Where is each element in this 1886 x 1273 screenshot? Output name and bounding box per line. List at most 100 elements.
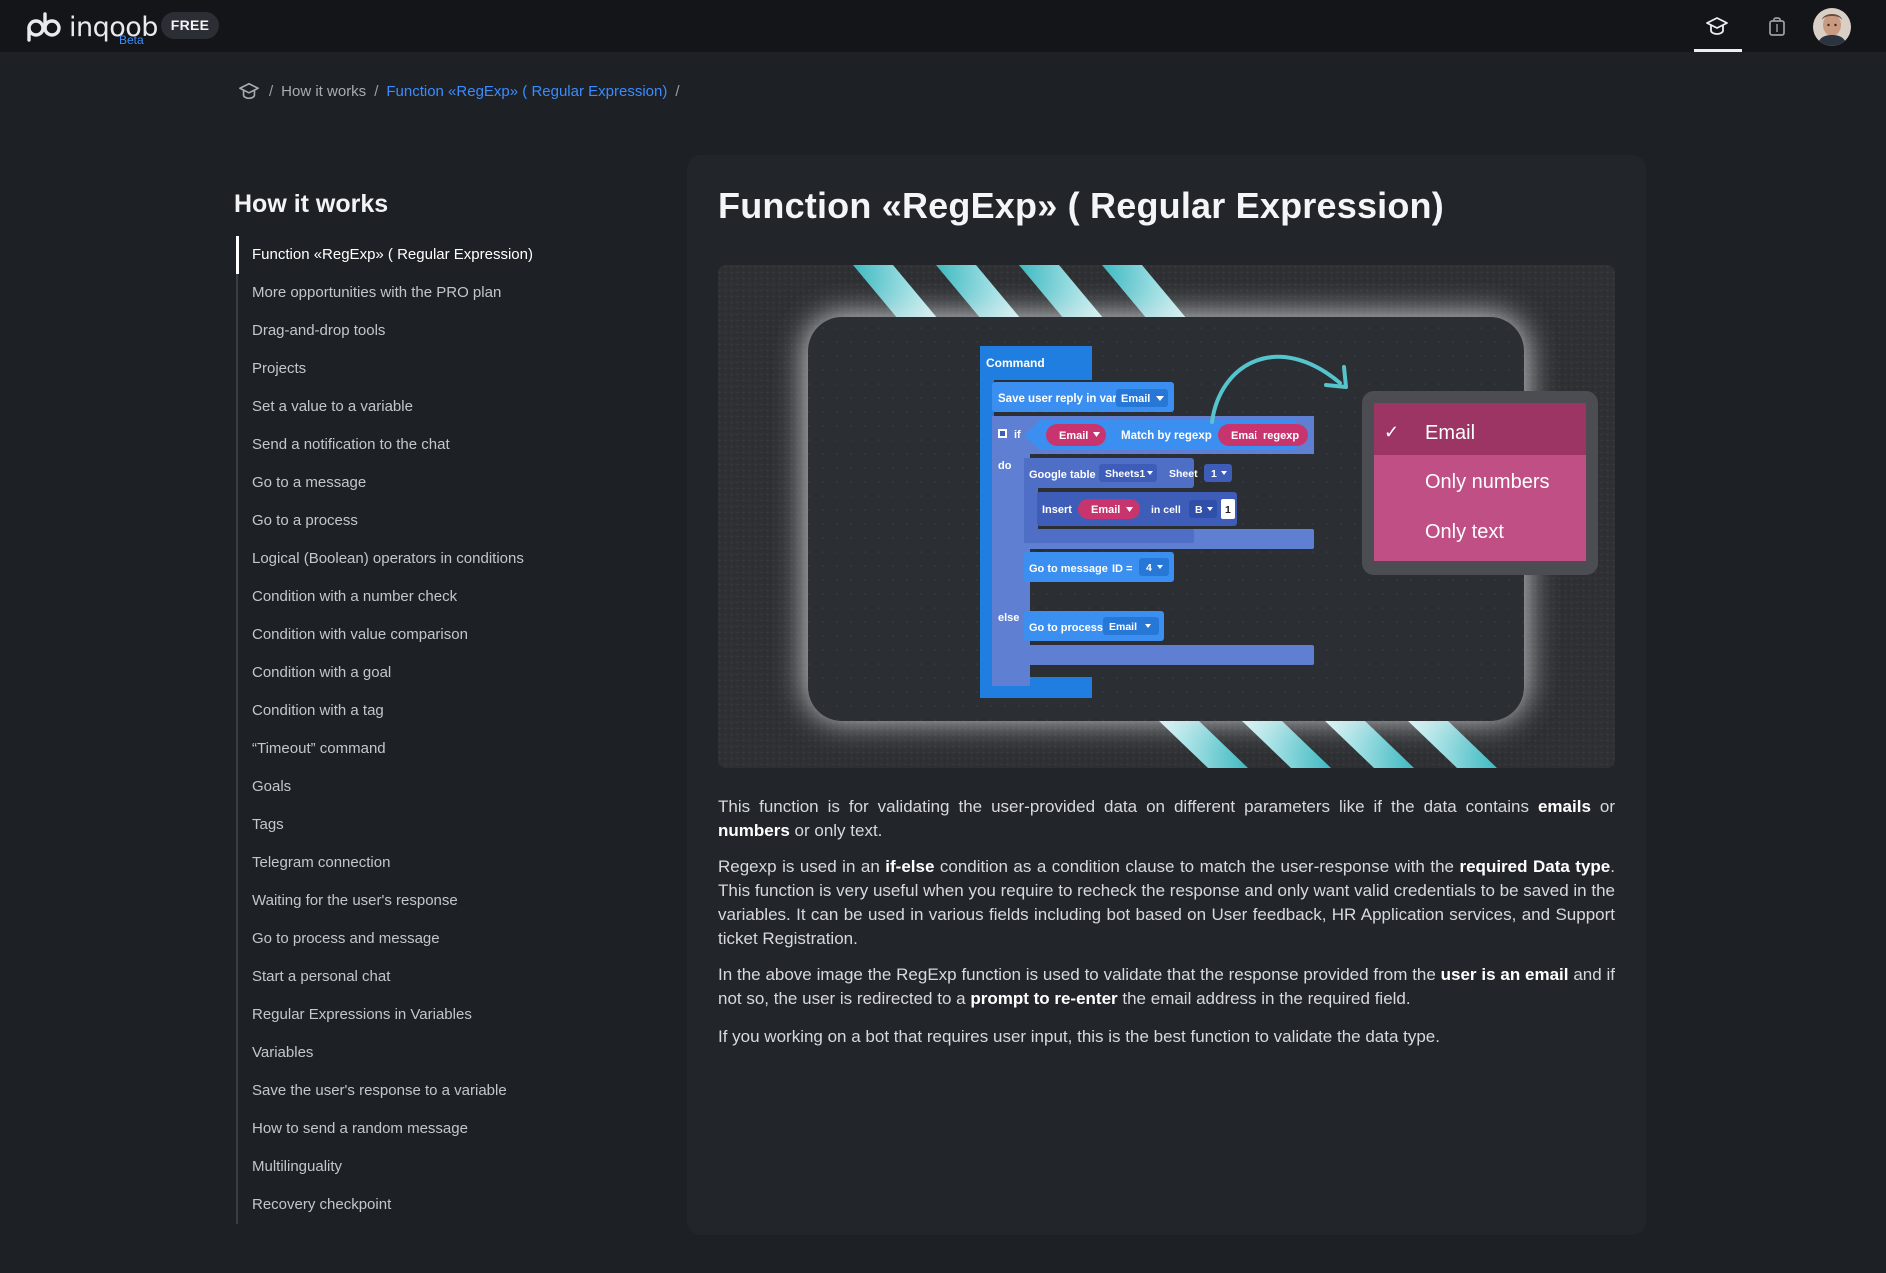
sidebar-item-telegram[interactable]: Telegram connection — [252, 854, 391, 871]
sidebar-item-waiting-response[interactable]: Waiting for the user's response — [252, 892, 458, 909]
article-card: Function «RegExp» ( Regular Expression) — [687, 155, 1646, 1235]
block-match-var: Email — [1059, 430, 1088, 442]
sidebar-item-regexp[interactable]: Function «RegExp» ( Regular Expression) — [236, 236, 636, 274]
block-do-label: do — [998, 460, 1012, 472]
logo-mark-icon — [27, 12, 61, 42]
paragraph-1-text: or — [1590, 797, 1615, 816]
sidebar-item-go-to-process[interactable]: Go to a process — [252, 512, 358, 529]
block-insert-var: Email — [1091, 504, 1120, 516]
sidebar-item-process-and-message[interactable]: Go to process and message — [252, 930, 440, 947]
sidebar-item-timeout[interactable]: “Timeout” command — [252, 740, 386, 757]
block-if-else: if do else Email Match by regexp Email r… — [992, 416, 1314, 686]
sidebar-item-personal-chat[interactable]: Start a personal chat — [252, 968, 391, 985]
breadcrumb-home-icon[interactable] — [237, 80, 261, 102]
block-sheets-name: Sheets1 — [1105, 468, 1145, 480]
block-go-process-label: Go to process — [1029, 622, 1103, 634]
paragraph-1: This function is for validating the user… — [718, 795, 1615, 843]
block-sheet-label: Sheet — [1169, 468, 1198, 480]
sidebar-item-variables[interactable]: Variables — [252, 1044, 314, 1061]
sidebar: How it works Function «RegExp» ( Regular… — [234, 190, 654, 1224]
paragraph-2-text: Regexp is used in an — [718, 857, 886, 876]
paragraph-3-text: and if not so, the user is redirected to… — [718, 965, 1615, 1008]
top-bar: inqoob Beta FREE — [0, 0, 1886, 52]
block-save-reply-label: Save user reply in var — [998, 393, 1117, 405]
sidebar-item-tags[interactable]: Tags — [252, 816, 284, 833]
block-sheet-number: 1 — [1211, 468, 1217, 480]
decorative-stripes-bottom — [1158, 720, 1497, 768]
paragraph-2: Regexp is used in an if-else condition a… — [718, 855, 1615, 951]
paragraph-2-bold: required Data type — [1459, 857, 1611, 876]
avatar[interactable] — [1813, 8, 1851, 46]
paragraph-2-bold: if-else — [885, 857, 935, 876]
plan-badge[interactable]: FREE — [161, 12, 219, 39]
block-match-label: Match by regexp — [1121, 430, 1212, 442]
paragraph-2-text: condition as a condition clause to match… — [934, 857, 1460, 876]
sidebar-item-save-response[interactable]: Save the user's response to a variable — [252, 1082, 507, 1099]
sidebar-item-value-comparison[interactable]: Condition with value comparison — [252, 626, 468, 643]
breadcrumb-separator: / — [269, 82, 274, 100]
hero-illustration: Command Save user reply in var Email if … — [718, 265, 1615, 768]
sidebar-item-tag-condition[interactable]: Condition with a tag — [252, 702, 384, 719]
shopping-bag-icon[interactable] — [1760, 10, 1794, 42]
sidebar-item-logical-operators[interactable]: Logical (Boolean) operators in condition… — [252, 550, 524, 567]
block-cell-row: 1 — [1225, 504, 1231, 516]
breadcrumb-how-it-works[interactable]: How it works — [281, 82, 367, 100]
block-google-table-label: Google table — [1029, 469, 1096, 481]
beta-label: Beta — [119, 33, 144, 47]
block-save-reply-var: Email — [1121, 393, 1150, 405]
paragraph-4: If you working on a bot that requires us… — [718, 1027, 1440, 1046]
sidebar-item-number-check[interactable]: Condition with a number check — [252, 588, 458, 605]
sidebar-item-pro-plan[interactable]: More opportunities with the PRO plan — [252, 284, 502, 301]
sidebar-item-send-notification[interactable]: Send a notification to the chat — [252, 436, 450, 453]
paragraph-3-bold: user is an email — [1440, 965, 1569, 984]
breadcrumb: / How it works / Function «RegExp» ( Reg… — [237, 80, 688, 102]
sidebar-item-goal-condition[interactable]: Condition with a goal — [252, 664, 392, 681]
paragraph-1-text: This function is for validating the user… — [718, 797, 1538, 816]
sidebar-item-random-message[interactable]: How to send a random message — [252, 1120, 468, 1137]
block-regexp-label: regexp — [1263, 430, 1299, 442]
type-dropdown: ✓ Email Only numbers Only text — [1362, 391, 1598, 575]
paragraph-3-text: the email address in the required field. — [1117, 989, 1411, 1008]
sidebar-item-drag-and-drop[interactable]: Drag-and-drop tools — [252, 322, 386, 339]
curved-arrow-icon — [1210, 354, 1348, 424]
sidebar-item-multilinguality[interactable]: Multilinguality — [252, 1158, 343, 1175]
block-go-message-label: Go to message — [1029, 563, 1108, 575]
sidebar-item-projects[interactable]: Projects — [252, 360, 307, 377]
paragraph-2-text: . This function is very useful when you … — [718, 857, 1615, 948]
paragraph-1-bold: numbers — [718, 821, 790, 840]
block-command: Command — [980, 346, 1092, 698]
active-tab-indicator — [1694, 49, 1742, 52]
logo-text: inqoob — [69, 12, 158, 43]
block-message-id: 4 — [1146, 562, 1152, 574]
breadcrumb-separator: / — [374, 82, 379, 100]
block-in-cell-label: in cell — [1151, 504, 1181, 516]
block-if-label: if — [1014, 429, 1021, 441]
paragraph-3-bold: prompt to re-enter — [970, 989, 1118, 1008]
dropdown-option-text: Only text — [1425, 521, 1504, 543]
logo[interactable]: inqoob Beta — [26, 9, 158, 49]
sidebar-item-regex-variables[interactable]: Regular Expressions in Variables — [252, 1006, 472, 1023]
paragraph-1-bold: emails — [1537, 797, 1591, 816]
dropdown-checkmark-icon: ✓ — [1384, 422, 1399, 442]
decorative-stripes-top — [853, 265, 1192, 325]
breadcrumb-current[interactable]: Function «RegExp» ( Regular Expression) — [386, 82, 668, 100]
block-match-var2: Email — [1231, 430, 1260, 442]
block-google-table: Google table Sheets1 Sheet 1 Insert Emai… — [1024, 458, 1237, 543]
sidebar-item-recovery-checkpoint[interactable]: Recovery checkpoint — [252, 1196, 392, 1213]
block-insert-label: Insert — [1042, 504, 1072, 516]
block-process-var: Email — [1109, 621, 1137, 633]
paragraph-1-text: or only text. — [789, 821, 883, 840]
block-save-reply: Save user reply in var Email — [992, 382, 1174, 412]
page-title: Function «RegExp» ( Regular Expression) — [718, 185, 1444, 226]
sidebar-title: How it works — [234, 190, 389, 218]
sidebar-item-go-to-message[interactable]: Go to a message — [252, 474, 367, 491]
sidebar-item-goals[interactable]: Goals — [252, 778, 292, 795]
block-id-label: ID = — [1112, 563, 1132, 575]
block-command-label: Command — [986, 356, 1045, 370]
sidebar-list: Function «RegExp» ( Regular Expression) … — [236, 236, 636, 1224]
education-icon[interactable] — [1700, 10, 1734, 42]
sidebar-item-set-variable[interactable]: Set a value to a variable — [252, 398, 413, 415]
block-go-to-message: Go to message ID = 4 — [1024, 552, 1174, 582]
block-cell-column: B — [1195, 504, 1203, 516]
block-else-label: else — [998, 612, 1019, 624]
